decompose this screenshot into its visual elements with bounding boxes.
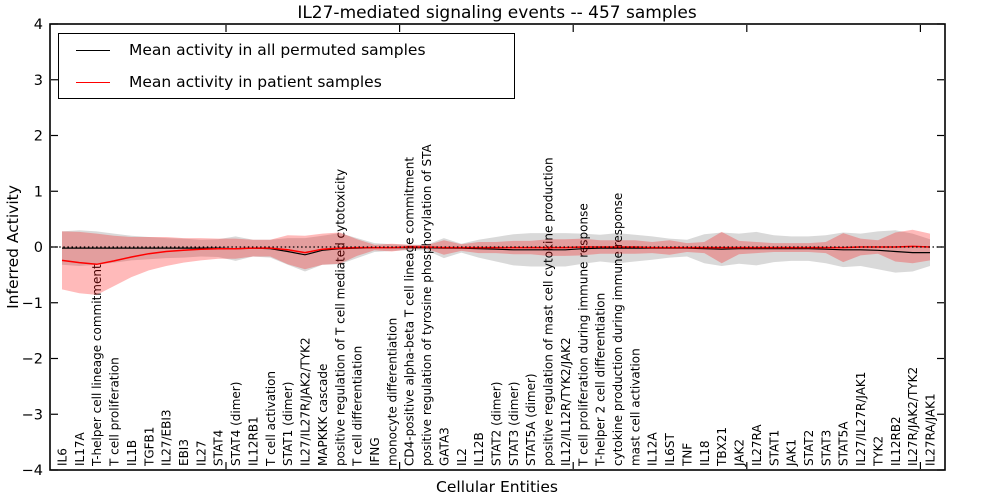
- entity-label: IL27: [194, 441, 208, 467]
- entity-label: IL6: [56, 448, 70, 466]
- y-tick-label: 3: [34, 73, 43, 89]
- entity-label: EBI3: [177, 439, 191, 466]
- legend-entry-permuted: Mean activity in all permuted samples: [76, 41, 514, 59]
- entity-label: JAK1: [785, 439, 799, 467]
- entity-label: STAT1: [767, 430, 781, 466]
- entity-label: T-helper cell lineage commitment: [90, 264, 104, 467]
- entity-label: mast cell activation: [628, 348, 642, 466]
- entity-label: T cell differentiation: [351, 346, 365, 467]
- legend-label-permuted: Mean activity in all permuted samples: [129, 41, 426, 59]
- y-tick-label: 0: [34, 240, 43, 256]
- entity-label: CD4-positive alpha-beta T cell lineage c…: [403, 157, 417, 466]
- entity-label: positive regulation of mast cell cytokin…: [542, 157, 556, 466]
- entity-label: IL27RA/JAK1: [924, 393, 938, 466]
- y-tick-label: −1: [22, 296, 43, 312]
- entity-label: STAT2 (dimer): [490, 382, 504, 466]
- entity-label: IL18: [698, 441, 712, 467]
- entity-label: IL2: [455, 448, 469, 466]
- entity-label: IL27RA: [750, 424, 764, 466]
- chart-title: IL27-mediated signaling events -- 457 sa…: [297, 3, 697, 23]
- y-axis-label: Inferred Activity: [4, 185, 22, 309]
- y-tick-label: −2: [22, 352, 43, 368]
- entity-label: TNF: [680, 443, 694, 467]
- y-tick-label: 1: [34, 184, 43, 200]
- entity-label: IL12A: [646, 432, 660, 466]
- entity-label: cytokine production during immune respon…: [611, 193, 625, 466]
- entity-label: IL12B: [472, 432, 486, 466]
- entity-label: STAT1 (dimer): [281, 382, 295, 466]
- entity-label: T cell activation: [264, 371, 278, 467]
- entity-label: IFNG: [368, 437, 382, 466]
- legend-entry-patient: Mean activity in patient samples: [76, 73, 514, 91]
- entity-label: MAPKKK cascade: [316, 364, 330, 466]
- plot-frame: [49, 23, 946, 471]
- entity-label: TYK2: [871, 436, 885, 467]
- entity-label: T cell proliferation: [108, 357, 122, 467]
- entity-label: IL6ST: [663, 433, 677, 466]
- patient-band: [62, 229, 930, 295]
- legend-label-patient: Mean activity in patient samples: [129, 73, 382, 91]
- permuted-band: [62, 230, 930, 273]
- entity-label: STAT4: [212, 430, 226, 466]
- entity-label: IL1B: [125, 440, 139, 466]
- entity-label: positive regulation of T cell mediated c…: [333, 169, 347, 466]
- entity-label: monocyte differentiation: [385, 318, 399, 466]
- entity-label: GATA3: [437, 427, 451, 466]
- entity-label: T cell proliferation during immune respo…: [576, 203, 590, 467]
- entity-label: IL27/IL27R/JAK2/TYK2: [299, 337, 313, 466]
- entity-label: IL12RB2: [889, 416, 903, 466]
- y-tick-label: −4: [22, 463, 43, 479]
- entity-label: STAT3 (dimer): [507, 382, 521, 466]
- x-axis-label: Cellular Entities: [436, 478, 558, 496]
- entity-label: IL17A: [73, 432, 87, 466]
- entity-label: STAT2: [802, 430, 816, 466]
- entity-label: STAT3: [819, 430, 833, 466]
- y-tick-label: 4: [34, 17, 43, 33]
- entity-label: IL27R/JAK2/TYK2: [906, 367, 920, 466]
- entity-label: STAT5A: [837, 421, 851, 466]
- entity-label: T-helper 2 cell differentiation: [594, 293, 608, 467]
- entity-label: IL27/IL27R/JAK1: [854, 372, 868, 466]
- entity-label: STAT5A (dimer): [524, 373, 538, 466]
- y-tick-label: −3: [22, 407, 43, 423]
- permuted-line-swatch: [76, 49, 110, 51]
- entity-label: positive regulation of tyrosine phosphor…: [420, 143, 434, 466]
- entity-label: TGFB1: [142, 427, 156, 467]
- entity-label: IL27/EBI3: [160, 409, 174, 466]
- y-tick-label: 2: [34, 129, 43, 145]
- entity-label: IL12RB1: [246, 416, 260, 466]
- legend: Mean activity in all permuted samples Me…: [58, 33, 515, 99]
- entity-label: STAT4 (dimer): [229, 382, 243, 466]
- entity-label: IL12/IL12R/TYK2/JAK2: [559, 337, 573, 466]
- patient-line-swatch: [76, 81, 110, 83]
- entity-label: TBX21: [715, 427, 729, 467]
- permuted-mean-line: [62, 247, 930, 256]
- entity-label: JAK2: [733, 439, 747, 467]
